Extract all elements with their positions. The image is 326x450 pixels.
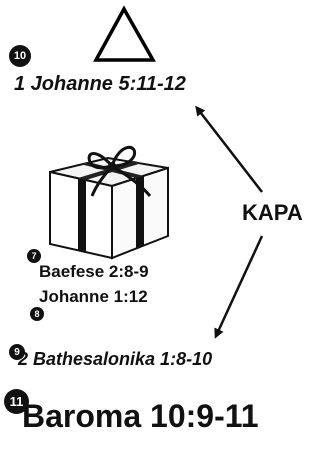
- badge-10: 10: [9, 45, 31, 67]
- verse-baroma: Baroma 10:9-11: [22, 398, 259, 434]
- badge-11: 11: [4, 389, 29, 414]
- gift-box-icon: [49, 146, 169, 260]
- verse-1-johanne: 1 Johanne 5:11-12: [14, 73, 186, 95]
- kapa-label: KAPA: [242, 200, 303, 225]
- arrow-down: [214, 235, 264, 339]
- badge-7: 7: [27, 249, 41, 263]
- triangle-icon: [93, 5, 157, 62]
- verse-baefese: Baefese 2:8-9: [39, 262, 149, 281]
- verse-bathesalonika: 2 Bathesalonika 1:8-10: [18, 349, 213, 369]
- badge-9: 9: [9, 344, 25, 360]
- badge-8: 8: [30, 307, 44, 321]
- arrow-up: [195, 105, 263, 193]
- verse-johanne: Johanne 1:12: [39, 287, 148, 306]
